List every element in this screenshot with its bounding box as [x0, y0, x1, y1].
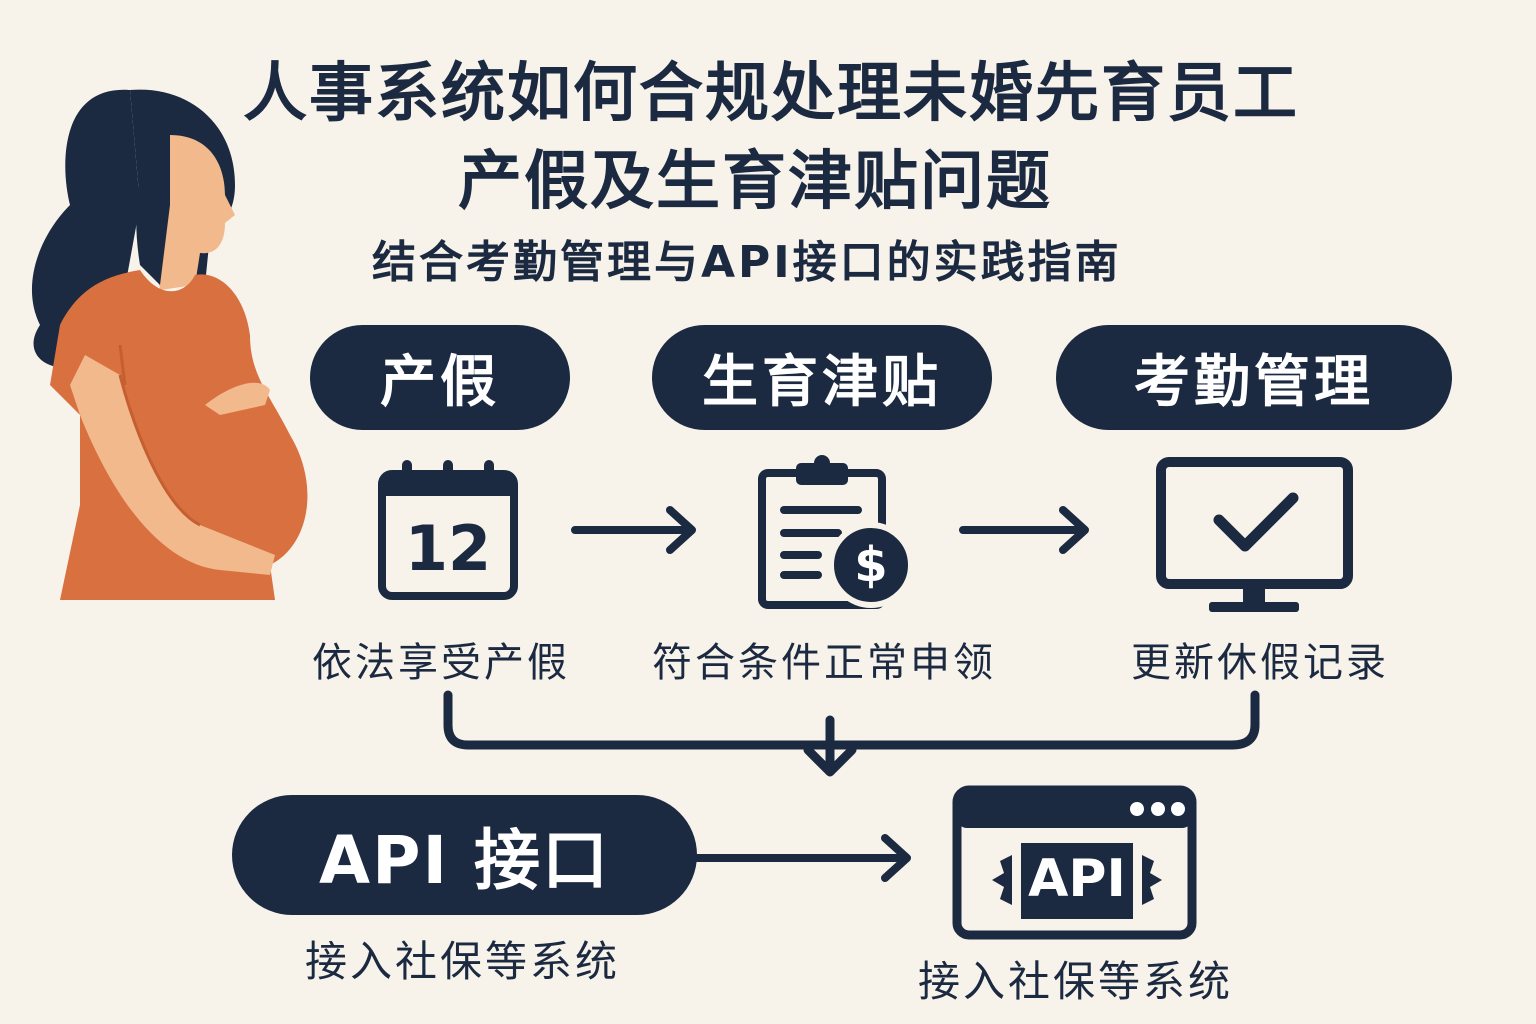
- pill-api-interface: API 接口: [232, 795, 697, 915]
- arrow-right-3: [693, 834, 911, 882]
- title-line-2: 产假及生育津贴问题: [458, 145, 1052, 219]
- api-window-caption: 接入社保等系统: [918, 957, 1234, 1006]
- arrow-right-1: [571, 506, 696, 554]
- label-attendance: 更新休假记录: [1131, 640, 1389, 686]
- pill-maternity-leave: 产假: [310, 325, 570, 430]
- merge-bracket-arrow: [443, 690, 1260, 777]
- label-allowance: 符合条件正常申领: [652, 640, 996, 686]
- label-maternity-leave: 依法享受产假: [312, 640, 570, 686]
- svg-text:$: $: [854, 537, 887, 593]
- calendar-icon: 12: [378, 460, 518, 600]
- api-window-text: API: [1028, 849, 1126, 909]
- calendar-number: 12: [404, 512, 492, 585]
- title-line-1: 人事系统如何合规处理未婚先育员工: [243, 57, 1299, 131]
- api-window-icon: API: [952, 785, 1197, 940]
- pill-maternity-allowance: 生育津贴: [652, 325, 992, 430]
- monitor-check-icon: [1156, 457, 1353, 612]
- pregnant-woman-illustration: [31, 89, 308, 600]
- subtitle: 结合考勤管理与API接口的实践指南: [372, 237, 1122, 288]
- clipboard-dollar-icon: $: [758, 455, 914, 609]
- pill-attendance: 考勤管理: [1056, 325, 1452, 430]
- api-pill-caption: 接入社保等系统: [305, 937, 621, 986]
- arrow-right-2: [959, 506, 1089, 554]
